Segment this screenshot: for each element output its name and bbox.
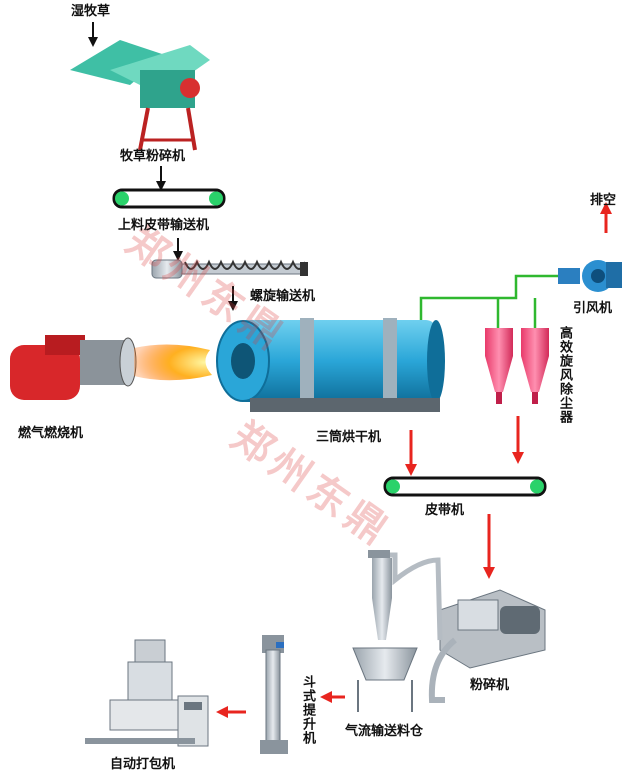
- label-gas-burner: 燃气燃烧机: [18, 426, 84, 441]
- induced-draft-fan-machine: [558, 260, 622, 292]
- label-exhaust: 排空: [590, 193, 617, 208]
- label-feed-belt-conveyor: 上料皮带输送机: [118, 218, 210, 233]
- label-screw-conveyor: 螺旋输送机: [250, 289, 316, 304]
- label-pulverizer: 粉碎机: [470, 678, 510, 693]
- screw-conveyor: [151, 259, 308, 279]
- label-rotary-dryer: 三筒烘干机: [316, 430, 382, 445]
- label-cyclone-dust-collector: 高效旋风除尘器: [557, 326, 572, 424]
- label-grass-crusher: 牧草粉碎机: [120, 149, 186, 164]
- rotary-dryer-machine: [216, 318, 445, 412]
- bucket-elevator-machine: [260, 635, 288, 754]
- flow-arrows-red: [216, 202, 612, 718]
- cyclone-dust-collector-machine: [485, 328, 549, 404]
- feed-belt-conveyor: [112, 188, 226, 209]
- gas-burner-machine: [10, 335, 212, 400]
- pulverizer-machine: [428, 589, 546, 703]
- pneumatic-silo-machine: [352, 550, 443, 712]
- label-auto-packer: 自动打包机: [110, 757, 176, 772]
- label-pneumatic-silo: 气流输送料仓: [345, 724, 424, 739]
- label-induced-draft-fan: 引风机: [573, 301, 613, 316]
- grass-crusher-machine: [70, 40, 210, 151]
- label-bucket-elevator: 斗式提升机: [300, 675, 315, 745]
- flow-arrows-black: [88, 22, 238, 311]
- air-duct-lines: [419, 274, 560, 328]
- belt-conveyor: [383, 476, 547, 497]
- auto-packer-machine: [85, 639, 209, 747]
- label-belt-conveyor: 皮带机: [425, 503, 465, 518]
- label-wet-grass: 湿牧草: [71, 4, 111, 19]
